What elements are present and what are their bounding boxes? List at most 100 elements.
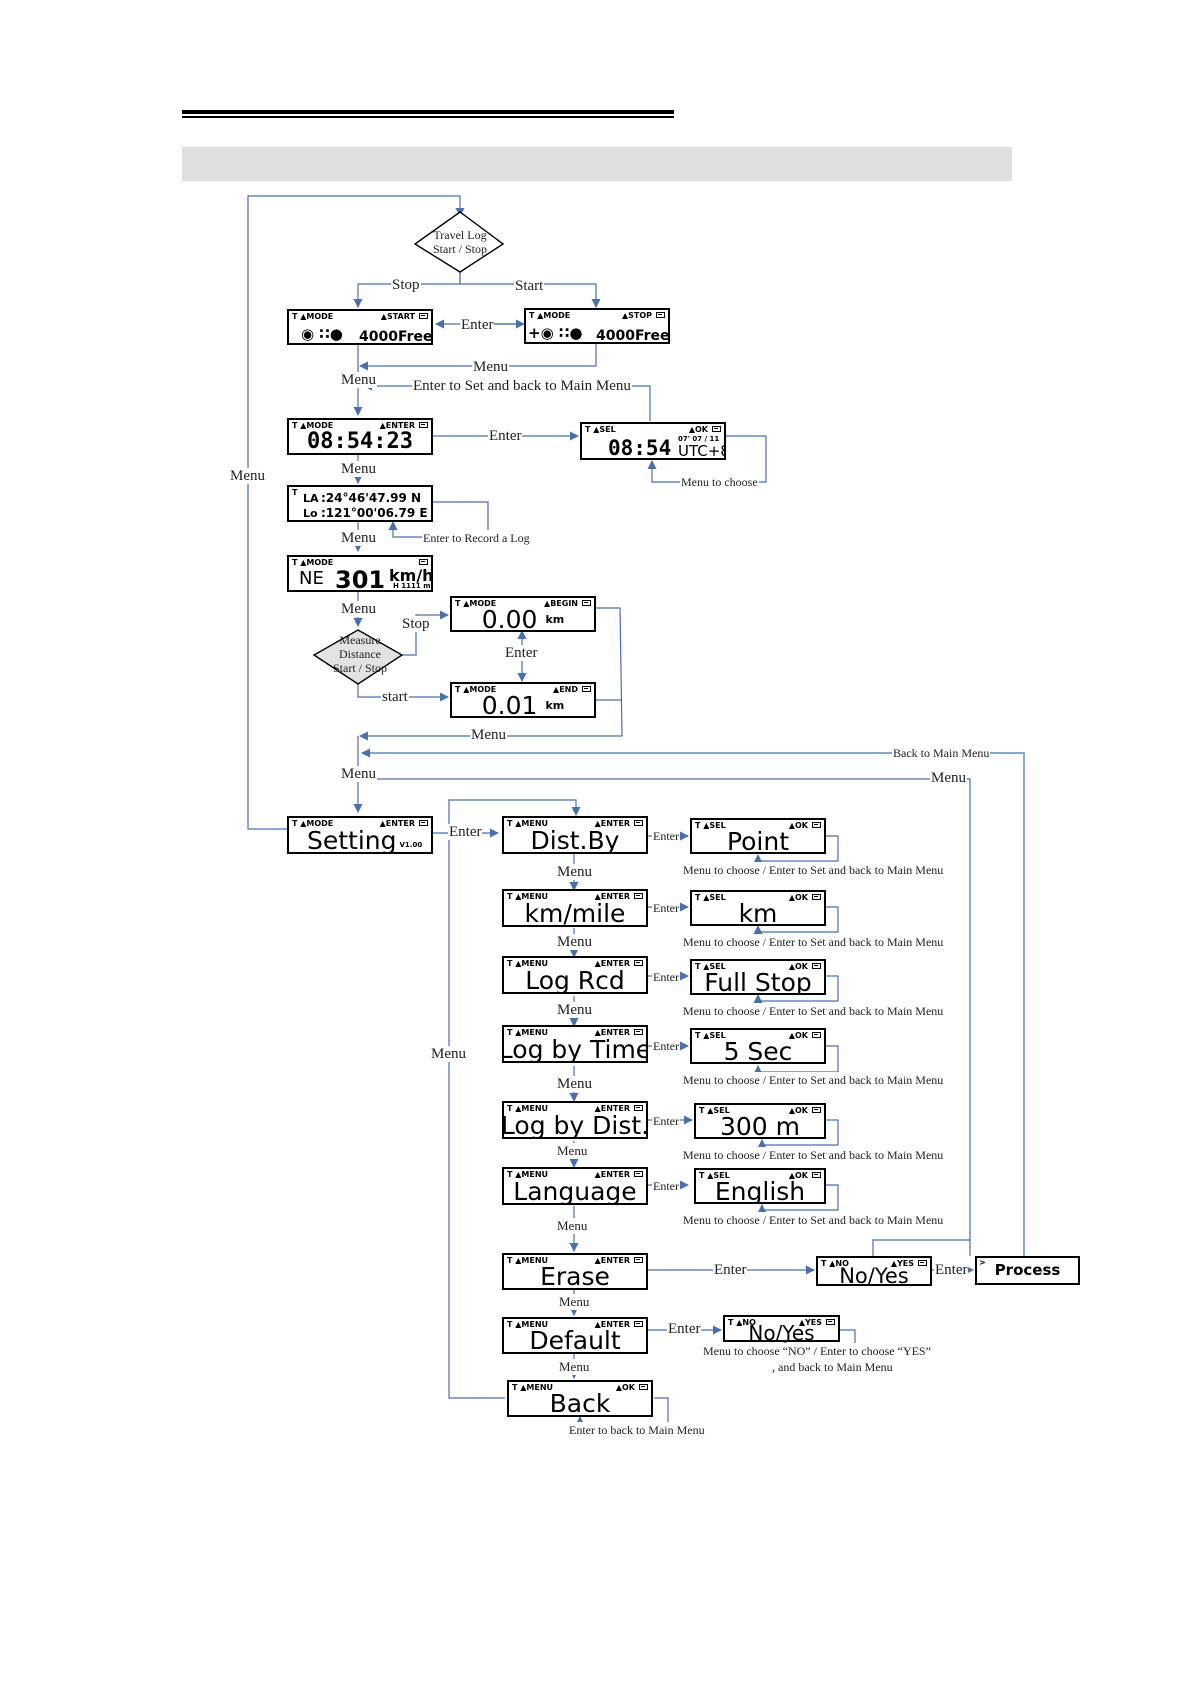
battery-icon <box>634 960 643 966</box>
label-menu: Menu <box>556 1218 589 1234</box>
lcd-default: T ▲MENU▲ENTER Default <box>502 1317 648 1354</box>
lcd-position: T LA :24°46'47.99 N Lo :121°00'06.79 E <box>287 485 433 522</box>
lcd-back: T ▲MENU▲OK Back <box>507 1380 653 1417</box>
label-enter-option: Enter <box>652 900 680 916</box>
bluetooth-satellite-icon: ◉ ∷● <box>301 325 343 343</box>
label-menu-right: Menu <box>930 770 967 786</box>
battery-icon <box>656 312 665 318</box>
battery-icon <box>582 600 591 606</box>
label-menu: Menu <box>556 1143 589 1159</box>
battery-icon <box>812 1172 821 1178</box>
travel-log-decision <box>413 211 505 273</box>
loop-menu-settings <box>448 799 581 1399</box>
label-enter-erase: Enter <box>713 1262 748 1278</box>
battery-icon <box>419 313 428 319</box>
battery-icon <box>634 1257 643 1263</box>
lcd-time-set: T ▲SEL▲OK 08:54 07' 07 / 11 UTC+8 <box>580 422 726 460</box>
lcd-default-confirm: T ▲NO▲YES No/Yes <box>723 1315 840 1342</box>
label-menu: Menu <box>556 864 593 880</box>
battery-icon <box>826 1319 835 1325</box>
battery-icon <box>634 1321 643 1327</box>
label-menu: Menu <box>558 1359 591 1375</box>
label-enter-option: Enter <box>652 828 680 844</box>
edge-stop-measure <box>402 610 449 656</box>
battery-icon <box>419 820 428 826</box>
label-no-yes-2: , and back to Main Menu <box>771 1359 894 1375</box>
label-menu: Menu <box>556 1076 593 1092</box>
label-enter-option: Enter <box>652 1178 680 1194</box>
battery-icon <box>634 1029 643 1035</box>
label-stop: Stop <box>391 277 421 293</box>
battery-icon <box>634 1171 643 1177</box>
label-enter-back-main: Enter to back to Main Menu <box>568 1422 706 1438</box>
lcd-time: T ▲MODE▲ENTER 08:54:23 <box>287 418 433 455</box>
edge-back-main <box>361 748 1025 1256</box>
label-menu-choose-enter-set: Menu to choose / Enter to Set and back t… <box>682 1003 945 1019</box>
battery-icon <box>812 963 821 969</box>
section-band <box>182 147 1012 181</box>
lcd-erase-confirm: T ▲NO▲YES No/Yes <box>816 1256 932 1286</box>
edge-menu-right <box>362 778 971 1256</box>
label-enter-default: Enter <box>667 1321 702 1337</box>
lcd-log-idle: T ▲MODE▲START ◉ ∷● 4000Free <box>287 309 433 345</box>
measure-decision <box>312 629 404 685</box>
label-menu: Menu <box>556 934 593 950</box>
label-enter-measure: Enter <box>504 645 539 661</box>
label-enter: Enter <box>488 428 523 444</box>
label-menu: Menu <box>472 359 509 375</box>
battery-icon <box>634 820 643 826</box>
label-menu: Menu <box>470 727 507 743</box>
label-menu-choose-enter-set: Menu to choose / Enter to Set and back t… <box>682 1072 945 1088</box>
battery-icon <box>419 422 428 428</box>
label-menu-choose-enter-set: Menu to choose / Enter to Set and back t… <box>682 934 945 950</box>
battery-icon <box>918 1260 927 1266</box>
header-rule-thick <box>182 110 674 114</box>
battery-icon <box>582 686 591 692</box>
label-menu-choose-enter-set: Menu to choose / Enter to Set and back t… <box>682 1147 945 1163</box>
label-back-main: Back to Main Menu <box>892 745 991 761</box>
label-enter-option: Enter <box>652 1038 680 1054</box>
label-menu: Menu <box>340 530 377 546</box>
label-enter-setting: Enter <box>448 824 483 840</box>
bluetooth-satellite-icon: +◉ ∷● <box>528 324 583 342</box>
lcd-process: > Process <box>975 1256 1080 1285</box>
label-enter-set-back: Enter to Set and back to Main Menu <box>412 378 632 394</box>
label-record-log: Enter to Record a Log <box>422 530 531 546</box>
loop-menu-outer <box>247 195 465 830</box>
battery-icon <box>634 893 643 899</box>
label-menu: Menu <box>340 766 377 782</box>
label-menu-left: Menu <box>229 468 266 484</box>
battery-icon <box>419 559 428 565</box>
label-menu-choose-enter-set: Menu to choose / Enter to Set and back t… <box>682 862 945 878</box>
lcd-erase: T ▲MENU▲ENTER Erase <box>502 1253 648 1290</box>
label-enter-option: Enter <box>652 969 680 985</box>
battery-icon <box>812 1032 821 1038</box>
label-menu-choose-enter-set: Menu to choose / Enter to Set and back t… <box>682 1212 945 1228</box>
signal-icon: T <box>292 488 298 497</box>
label-menu-to-choose: Menu to choose <box>680 474 759 490</box>
label-no-yes-1: Menu to choose “NO” / Enter to choose “Y… <box>702 1343 932 1359</box>
label-menu-settings-loop: Menu <box>430 1046 467 1062</box>
edge-menu-log <box>359 343 597 371</box>
edge-start-measure <box>357 684 449 702</box>
battery-icon <box>634 1105 643 1111</box>
label-start: Start <box>514 278 545 294</box>
label-enter: Enter <box>460 317 495 333</box>
label-enter-process: Enter <box>934 1262 969 1278</box>
battery-icon <box>812 894 821 900</box>
label-menu: Menu <box>556 1002 593 1018</box>
